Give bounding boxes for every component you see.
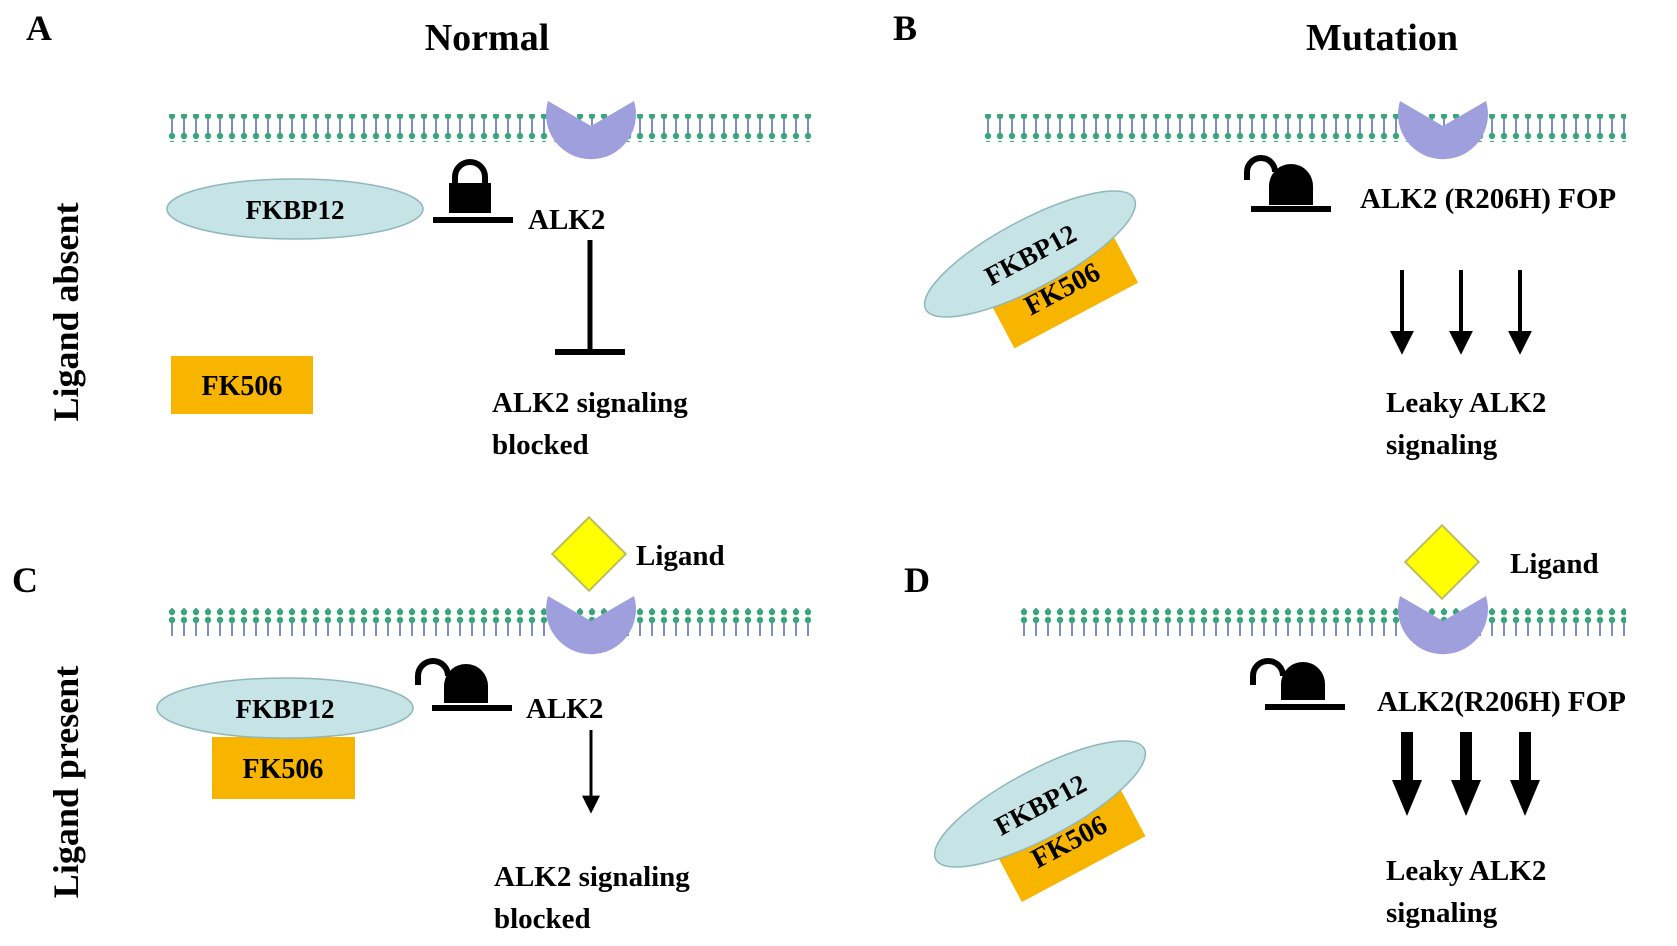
panel-a: FKBP12 ALK2 FK506 ALK2 signaling blocked <box>163 101 813 461</box>
leaky-text-line2: signaling <box>1386 897 1498 929</box>
fk506-box <box>986 229 1139 349</box>
leaky-text-line1: Leaky ALK2 <box>1386 855 1546 887</box>
alk2-label: ALK2 <box>526 693 603 725</box>
alk2-mutant-label: ALK2(R206H) FOP <box>1377 686 1626 718</box>
panel-d: Ligand ALK2(R206H) FOP FK506 FKBP12 Leak… <box>933 523 1626 929</box>
lock-open-icon <box>415 658 512 711</box>
blocked-text-line2: blocked <box>494 903 591 935</box>
panel-letter-b: B <box>893 8 917 48</box>
alk2-mutant-receptor <box>1398 101 1488 160</box>
row-label-ligand-present: Ligand present <box>46 666 86 898</box>
fkbp12-protein <box>156 677 414 739</box>
fkbp12-label: FKBP12 <box>246 195 345 225</box>
membrane <box>983 114 1626 142</box>
membrane <box>163 114 813 142</box>
ligand <box>550 515 628 593</box>
alk2-receptor <box>546 596 636 655</box>
lock-open-icon <box>1244 155 1331 212</box>
panel-c: Ligand FK506 FKBP12 ALK2 ALK2 signaling … <box>156 515 813 935</box>
panel-b: ALK2 (R206H) FOP FK506 FKBP12 Leaky ALK2… <box>923 101 1626 461</box>
header-normal: Normal <box>425 17 550 59</box>
fk506-box <box>992 781 1146 902</box>
lock-open-icon <box>1250 658 1345 710</box>
fkbp12-protein <box>933 740 1147 868</box>
alk2-mutant-receptor <box>1398 596 1489 655</box>
ligand <box>1403 523 1481 601</box>
fk506-label: FK506 <box>243 754 324 785</box>
fkbp12-label: FKBP12 <box>236 694 335 724</box>
fk506-label: FK506 <box>202 371 283 402</box>
blocked-text-line1: ALK2 signaling <box>494 861 690 893</box>
panel-letter-d: D <box>904 560 930 600</box>
fkbp12-fk506-complex: FK506 FKBP12 <box>923 190 1139 349</box>
signal-arrows-strong <box>1392 732 1540 816</box>
membrane <box>163 608 813 636</box>
panel-letter-a: A <box>26 8 52 48</box>
fkbp12-protein <box>923 190 1137 318</box>
alk2-receptor <box>546 101 636 160</box>
alk2-mutant-label: ALK2 (R206H) FOP <box>1360 183 1616 215</box>
fkbp12-fk506-complex: FK506 FKBP12 <box>933 740 1147 902</box>
ligand-label: Ligand <box>636 540 725 572</box>
signal-arrow <box>1392 732 1422 816</box>
signal-arrow <box>1510 732 1540 816</box>
ligand-label: Ligand <box>1510 548 1599 580</box>
signal-arrow <box>1451 732 1481 816</box>
leaky-text-line1: Leaky ALK2 <box>1386 387 1546 419</box>
lock-closed-icon <box>433 159 513 223</box>
fk506-box <box>171 356 313 414</box>
membrane <box>1018 608 1626 636</box>
panel-letter-c: C <box>12 560 38 600</box>
alk2-label: ALK2 <box>528 204 605 236</box>
row-label-ligand-absent: Ligand absent <box>46 202 86 421</box>
header-mutation: Mutation <box>1306 17 1458 59</box>
fkbp12-protein <box>166 178 424 240</box>
leaky-text-line2: signaling <box>1386 429 1498 461</box>
fk506-box <box>212 737 355 799</box>
blocked-text-line2: blocked <box>492 429 589 461</box>
blocked-text-line1: ALK2 signaling <box>492 387 688 419</box>
